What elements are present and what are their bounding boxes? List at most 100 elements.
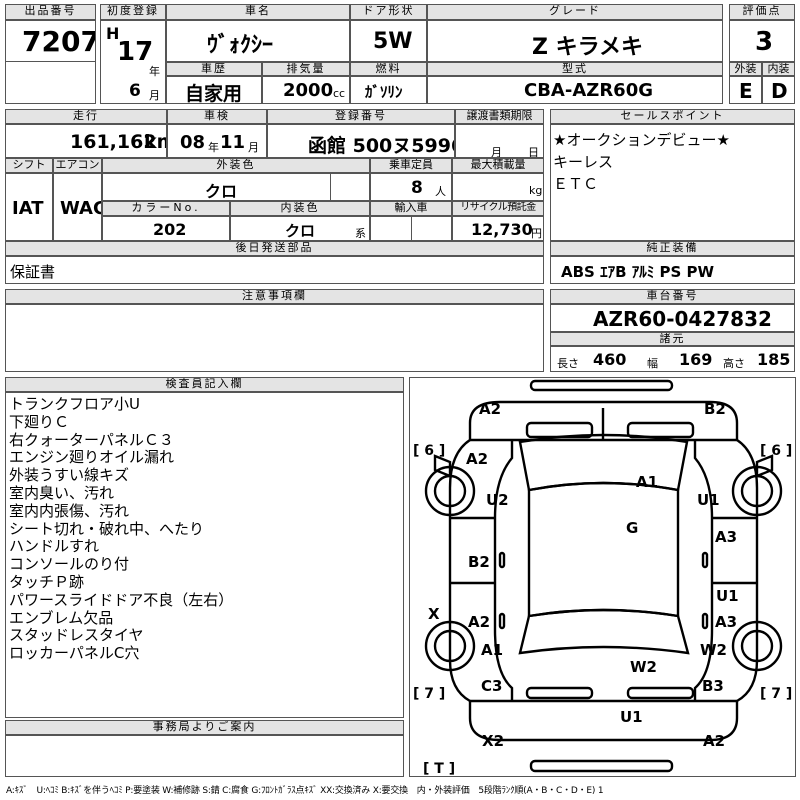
recycle-value: 12,730 [471,220,533,239]
ext-box: E [729,76,762,104]
fuel-label: 燃料 [350,62,427,76]
inspector-item: エンジン廻りオイル漏れ [9,448,175,467]
model-value: CBA-AZR60G [524,80,653,101]
damage-mark: C3 [481,677,502,695]
color-no-value: 202 [153,220,187,239]
capacity-label: 乗車定員 [370,158,452,173]
int-color-label: 内装色 [230,201,370,216]
fuel-value: ｶﾞｿﾘﾝ [365,83,403,101]
damage-mark: A1 [481,641,503,659]
ext-label: 外装 [729,62,762,76]
inspector-item: 室内内張傷、汚れ [9,501,130,520]
ext-color-label: 外装色 [102,158,370,173]
damage-mark: A2 [468,613,490,631]
car-outline: [ 6 ] [ 6 ] [ 7 ] [ 7 ] [ T ] A2 B2 A2 U… [413,379,792,776]
inspector-item: ハンドルすれ [9,537,100,556]
legend: A:ｷｽﾞ U:ﾍｺﾐ B:ｷｽﾞを伴うﾍｺﾐ P:要塗装 W:補修跡 S:錆 … [6,786,604,796]
first-reg-label: 初度登録 [100,4,166,20]
reg-year: 17 [117,37,154,67]
reg-month-unit: 月 [149,89,160,102]
insp-month: 11 [220,132,246,153]
transfer-day-unit: 日 [528,146,539,158]
mileage-value: 161,162 [70,131,157,153]
int-color-value: クロ [285,222,316,240]
mileage-unit: km [144,131,166,153]
color-no-label: カラーNo. [102,201,230,216]
model-label: 型式 [427,62,723,76]
inspector-box: トランクフロア小U 下廻りＣ 右クォーターパネルＣ３ エンジン廻りオイル漏れ 外… [5,392,404,718]
plate-label: 登録番号 [267,109,455,124]
mileage-box: 161,162 km [5,124,167,158]
inspector-item: タッチＰ跡 [9,573,85,591]
grade-box: Z キラメキ [427,20,723,62]
score-box: 3 [729,20,795,62]
inspection-label: 車検 [167,109,267,124]
max-load-label: 最大積載量 [452,158,544,173]
tire-label: [ 7 ] [760,686,792,702]
max-load-unit: kg [529,184,543,197]
inspection-box: 08 年 11 月 [167,124,267,158]
damage-mark: U2 [486,491,509,509]
inspector-item: コンソールのり付 [9,555,130,574]
recycle-label: リサイクル預託金 [452,201,544,216]
model-box: CBA-AZR60G [427,76,723,104]
sales-box: ★オークションデビュー★ キーレス ＥＴＣ [550,124,795,241]
transfer-label: 譲渡書類期限 [455,109,544,124]
inspector-item: 下廻りＣ [9,412,70,431]
ext-value: E [739,79,753,103]
fuel-box: ｶﾞｿﾘﾝ [350,76,427,104]
lot-number: 7207 [22,25,96,58]
ext-color-blank [330,173,370,201]
mileage-label: 走行 [5,109,167,124]
recycle-box: 12,730 円 [452,216,544,241]
ext-color-value: クロ [205,182,238,201]
width-value: 169 [679,350,713,369]
height-value: 185 [757,350,791,369]
insp-month-unit: 月 [248,141,259,154]
doors-value: 5W [373,29,413,54]
history-label: 車歴 [166,62,262,76]
int-color-box: クロ 系 [230,216,370,241]
inspector-item: 外装うすい線キズ [9,466,130,485]
chassis-value: AZR60-0427832 [593,307,772,331]
spare-label: [ T ] [423,761,455,776]
sales-label: セールスポイント [550,109,795,124]
insp-year: 08 [180,132,206,153]
import-label: 輸入車 [370,201,452,216]
era: H [106,24,120,43]
int-box: D [762,76,795,104]
name-box: ｳﾞｫｸｼｰ [166,20,350,62]
inspector-label: 検査員記入欄 [5,377,404,392]
office-label: 事務局よりご案内 [5,720,404,735]
int-value: D [771,79,788,103]
later-parts-value: 保証書 [10,263,56,281]
damage-mark: B2 [468,553,490,571]
transfer-month-unit: 月 [491,146,502,158]
damage-mark: G [626,519,638,537]
tire-label: [ 7 ] [413,686,445,702]
grade-label: グレード [427,4,723,20]
damage-mark: X [428,605,440,623]
damage-mark: B2 [704,400,726,418]
damage-mark: W2 [700,641,727,659]
lot-box: 7207 [5,20,96,62]
name-label: 車名 [166,4,350,20]
inspector-item: シート切れ・破れ中、へたり [9,519,205,538]
notes-box [5,304,544,372]
damage-mark: A2 [703,732,725,750]
lot-label: 出品番号 [5,4,96,20]
damage-mark: W2 [630,658,657,676]
displacement-value: 2000 [283,80,334,101]
plate-box: 函館 500ヌ5996 [267,124,455,158]
chassis-box: AZR60-0427832 [550,304,795,332]
dims-box: 長さ 460 幅 169 高さ 185 [550,346,795,372]
score-value: 3 [755,27,774,57]
damage-mark: U1 [697,491,720,509]
sales-item: キーレス [553,153,614,171]
shift-label: シフト [5,158,53,173]
inspector-item: スタッドレスタイヤ [9,626,144,645]
height-label: 高さ [723,357,745,370]
first-reg-box: H 17 年 6 月 [100,20,166,104]
length-value: 460 [593,350,627,369]
later-parts-box: 保証書 [5,256,544,284]
